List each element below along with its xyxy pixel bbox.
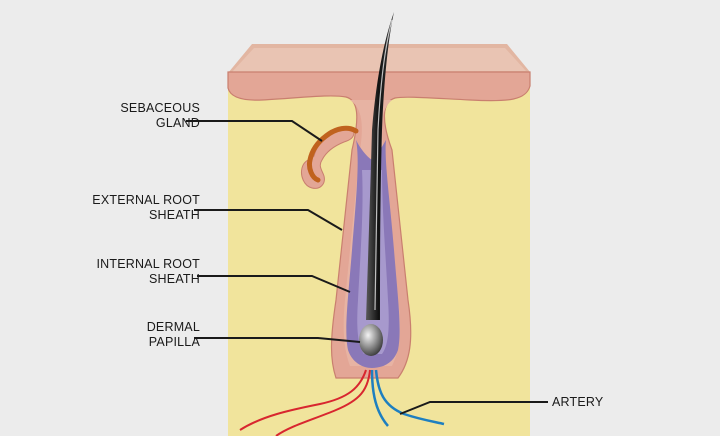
label-artery: ARTERY bbox=[552, 395, 603, 410]
label-external-line1: EXTERNAL ROOT bbox=[92, 193, 200, 207]
label-external-root-sheath: EXTERNAL ROOT SHEATH bbox=[92, 193, 200, 223]
label-artery-text: ARTERY bbox=[552, 395, 604, 409]
label-dermal-line2: PAPILLA bbox=[148, 335, 200, 349]
label-external-line2: SHEATH bbox=[149, 208, 200, 222]
label-dermal-line1: DERMAL bbox=[146, 320, 200, 334]
label-sebaceous-line2: GLAND bbox=[155, 116, 200, 130]
label-internal-line2: SHEATH bbox=[149, 272, 200, 286]
vessel-blue-2 bbox=[370, 369, 389, 427]
epidermis-top-highlight bbox=[232, 48, 526, 72]
leader-internal bbox=[197, 275, 351, 293]
label-internal-root-sheath: INTERNAL ROOT SHEATH bbox=[96, 257, 200, 287]
vessel-blue-1 bbox=[374, 369, 445, 426]
label-internal-line1: INTERNAL ROOT bbox=[96, 257, 200, 271]
leader-sebaceous bbox=[186, 120, 323, 142]
leader-external bbox=[194, 209, 343, 231]
label-sebaceous-line1: SEBACEOUS bbox=[120, 101, 200, 115]
artery-red-2 bbox=[275, 369, 371, 436]
hair-highlight bbox=[374, 19, 393, 311]
label-sebaceous-gland: SEBACEOUS GLAND bbox=[120, 101, 200, 131]
dermal-papilla bbox=[359, 324, 383, 356]
leader-papilla bbox=[194, 337, 361, 343]
sebaceous-gland-duct bbox=[307, 125, 359, 183]
hair-shaft bbox=[366, 12, 394, 320]
label-dermal-papilla: DERMAL PAPILLA bbox=[147, 320, 200, 350]
leader-artery bbox=[399, 401, 548, 415]
artery-red-1 bbox=[239, 369, 367, 431]
